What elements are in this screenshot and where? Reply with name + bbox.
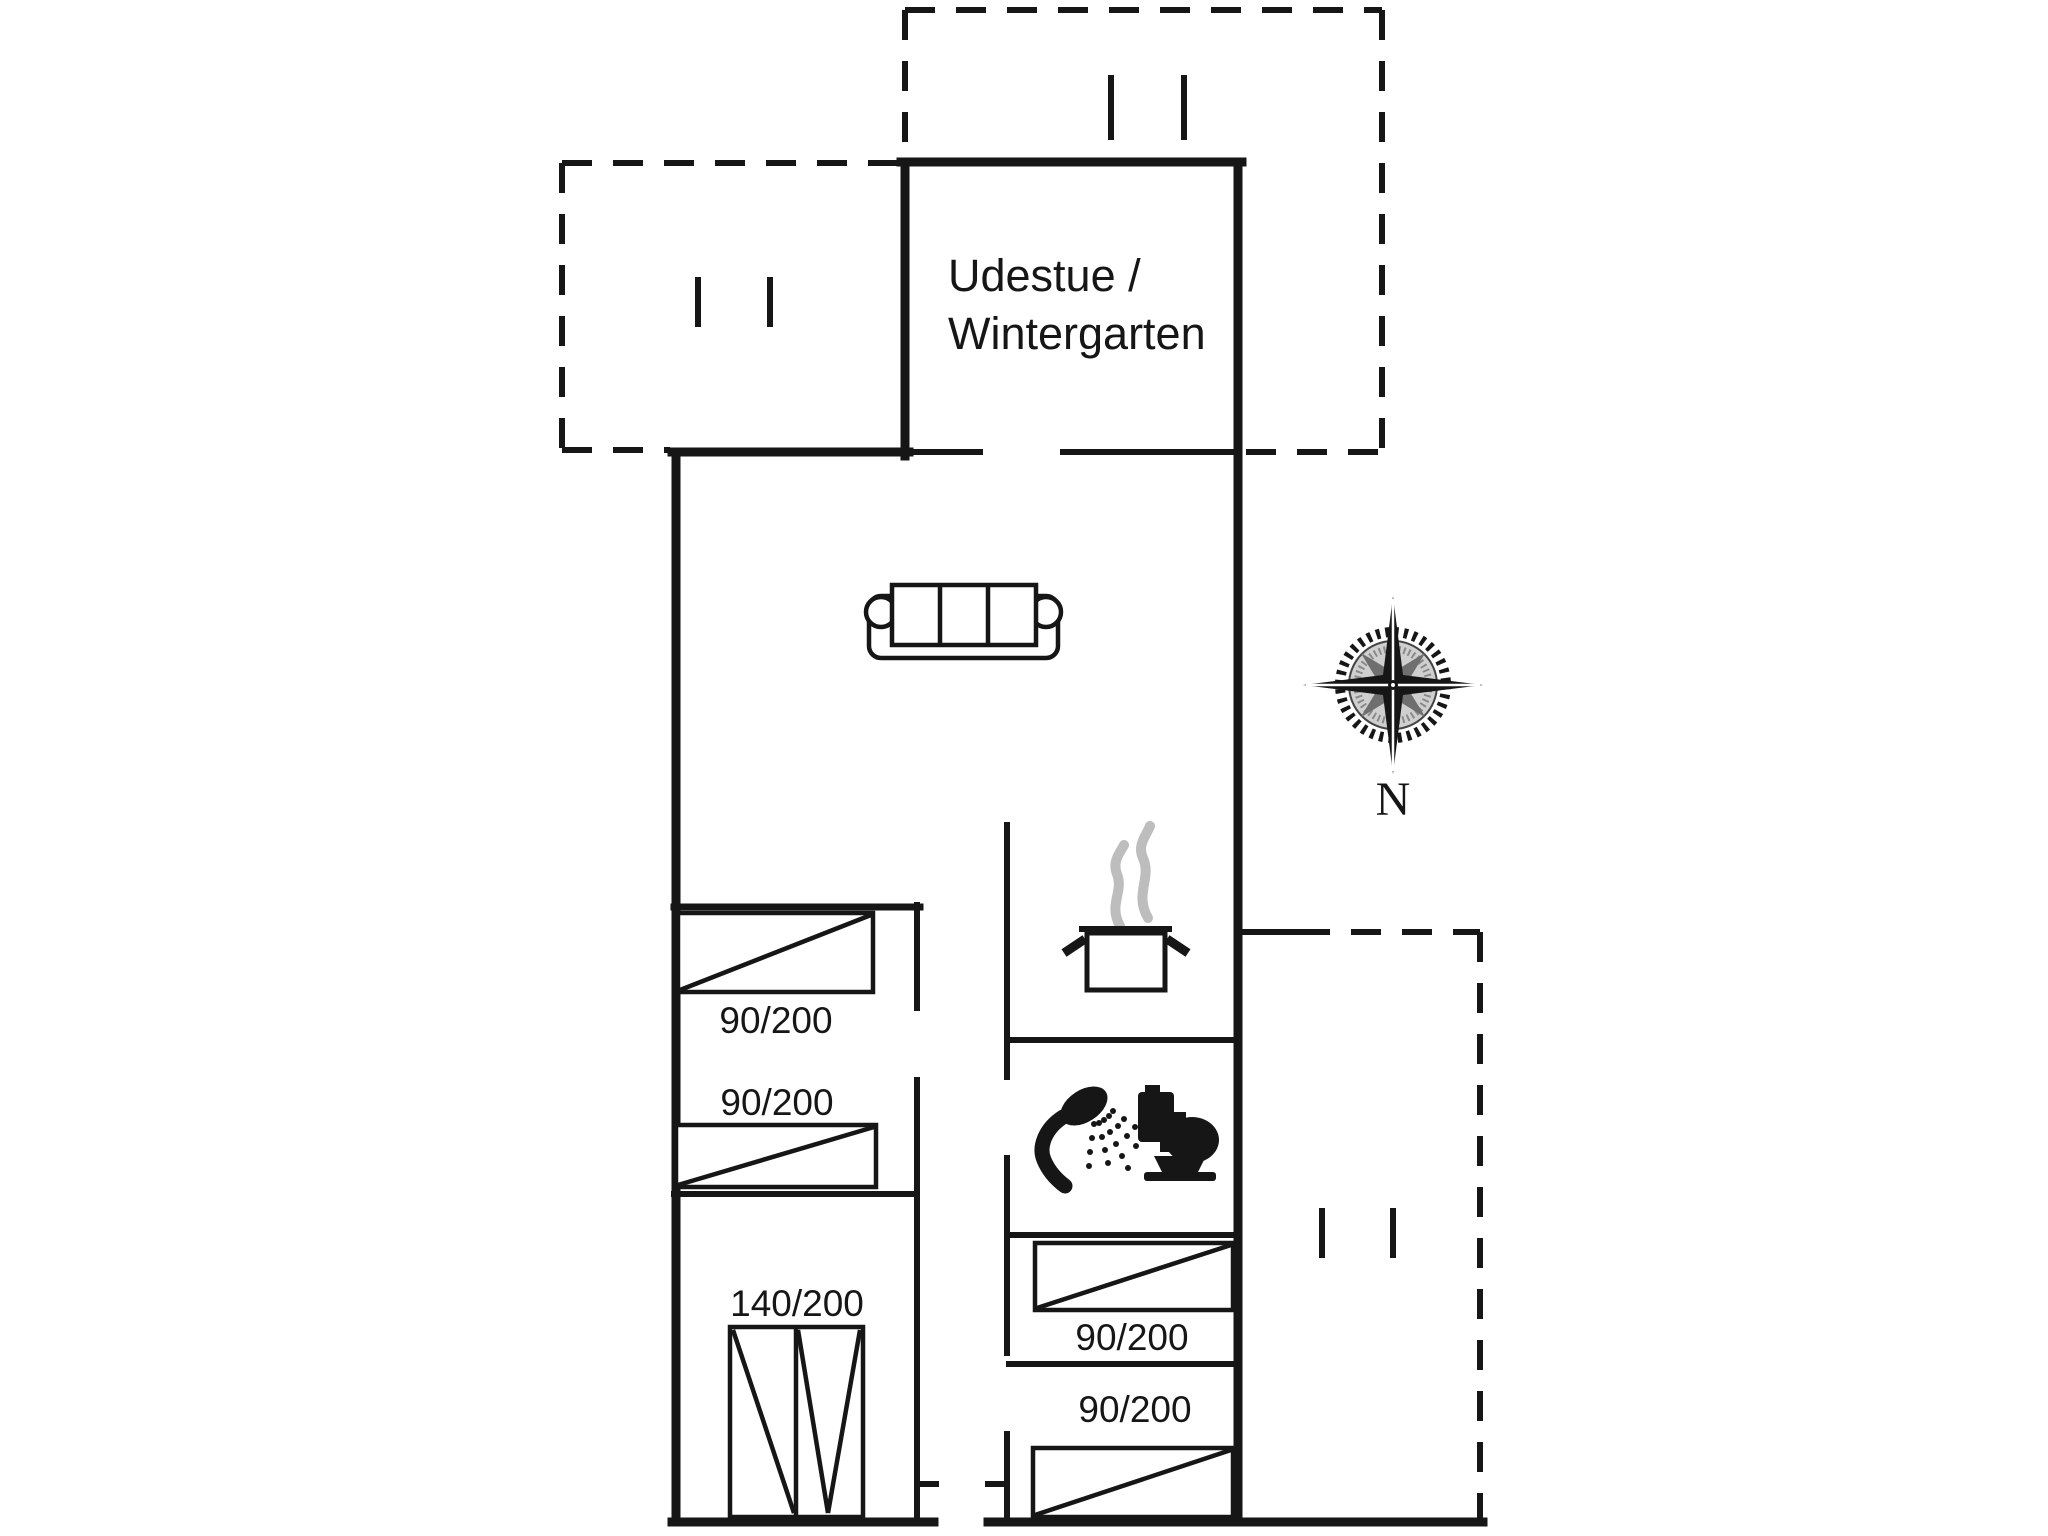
interior-walls — [670, 449, 1239, 1523]
toilet-base — [1144, 1172, 1216, 1181]
toilet-icon — [1138, 1085, 1219, 1181]
sofa-seat — [889, 582, 1039, 648]
steam-icon — [1136, 821, 1155, 923]
bed-diagonal — [679, 912, 872, 993]
bed-size-label: 90/200 — [719, 1000, 832, 1041]
shower-hose — [1034, 1109, 1073, 1194]
kitchen-icons — [1061, 821, 1191, 993]
bed-diagonal — [677, 1124, 875, 1188]
bed-diagonal — [1036, 1242, 1232, 1311]
bed-size-label: 90/200 — [1075, 1317, 1188, 1358]
bed-size-label: 90/200 — [1078, 1389, 1191, 1430]
bed-duvet-line — [825, 1329, 863, 1514]
steam-icon — [1110, 840, 1129, 931]
compass-north-label: N — [1376, 773, 1411, 826]
bed-duvet-line — [730, 1329, 797, 1514]
compass-hub-dot — [1391, 683, 1395, 687]
beds — [673, 910, 1236, 1520]
bed-diagonal — [1034, 1447, 1232, 1518]
toilet-pedestal — [1154, 1156, 1206, 1172]
pot-handle-left — [1061, 935, 1088, 957]
bed-single-1 — [675, 910, 876, 995]
sofa-icon — [863, 582, 1064, 661]
shower-spray — [1086, 1108, 1139, 1171]
window-markers — [695, 75, 1396, 1258]
bed-single-2 — [673, 1122, 879, 1190]
conservatory-label-line1: Udestue / — [948, 250, 1141, 301]
conservatory-label-line2: Wintergarten — [948, 308, 1206, 359]
toilet-bowl — [1165, 1117, 1219, 1163]
shower-icon — [1034, 1086, 1139, 1194]
shower-head — [1060, 1086, 1108, 1126]
terrace-outlines — [559, 7, 1483, 1518]
bed-double — [727, 1324, 866, 1520]
bathroom-icons — [1034, 1085, 1219, 1194]
bed-duvet-line — [795, 1329, 831, 1514]
cooking-pot-icon — [1084, 930, 1168, 993]
bed-size-label: 90/200 — [720, 1082, 833, 1123]
bed-single-3 — [1032, 1240, 1236, 1313]
bed-size-label: 140/200 — [730, 1283, 864, 1324]
compass-rose-icon — [1303, 596, 1483, 774]
bed-single-4 — [1030, 1445, 1236, 1520]
pot-handle-right — [1164, 935, 1191, 957]
